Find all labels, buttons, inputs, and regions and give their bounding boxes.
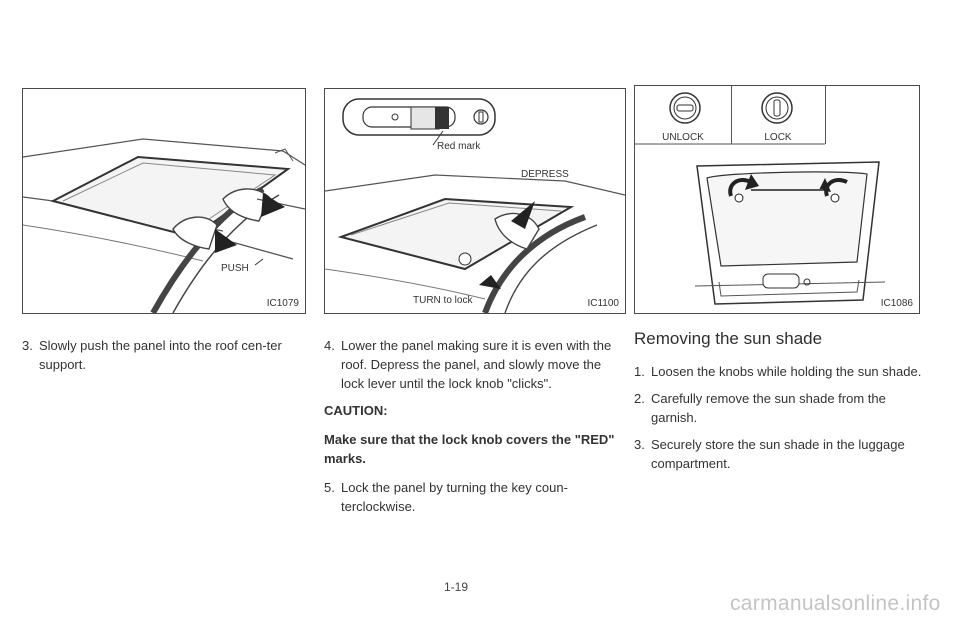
caution-label: CAUTION: (324, 403, 388, 418)
caution-text: Make sure that the lock knob covers the … (324, 432, 615, 466)
figure-code: IC1079 (266, 298, 299, 309)
page-number: 1-19 (444, 580, 469, 594)
step-text: Lock the panel by turning the key coun-t… (341, 480, 568, 514)
watermark-link[interactable]: carmanualsonline.info (730, 592, 941, 615)
unlock-box: UNLOCK (635, 86, 732, 144)
figure-code: IC1100 (587, 298, 619, 309)
step-number: 4. (324, 338, 335, 353)
step-number: 1. (634, 364, 645, 379)
lock-lever-illustration: Red mark DEPRESS TURN to lock (325, 98, 625, 313)
column-middle: 4. Lower the panel making sure it is eve… (324, 336, 620, 524)
step-5: 5. Lock the panel by turning the key cou… (324, 478, 620, 516)
unlock-position-icon (669, 92, 701, 124)
column-right: Removing the sun shade 1. Loosen the kno… (634, 328, 924, 481)
lock-position-icon (761, 92, 793, 124)
figure-depress-lock: Red mark DEPRESS TURN to lock IC1100 (324, 88, 626, 314)
step-3: 3. Slowly push the panel into the roof c… (22, 336, 304, 374)
section-heading: Removing the sun shade (634, 329, 823, 348)
shade-step-2: 2. Carefully remove the sun shade from t… (634, 389, 924, 427)
step-text: Loosen the knobs while holding the sun s… (651, 364, 922, 379)
step-text: Lower the panel making sure it is even w… (341, 338, 612, 391)
lock-label: LOCK (764, 132, 792, 143)
lock-box: LOCK (731, 86, 826, 144)
step-number: 3. (22, 338, 33, 353)
depress-label: DEPRESS (521, 169, 569, 180)
figure-push-panel: PUSH IC1079 (22, 88, 306, 314)
figure-lock-unlock: UNLOCK LOCK IC1086 (634, 85, 920, 314)
step-4: 4. Lower the panel making sure it is eve… (324, 336, 620, 393)
shade-step-1: 1. Loosen the knobs while holding the su… (634, 362, 924, 381)
column-left: 3. Slowly push the panel into the roof c… (22, 336, 304, 382)
step-number: 5. (324, 480, 335, 495)
figure-code: IC1086 (880, 298, 913, 309)
push-label: PUSH (221, 263, 249, 274)
turn-to-lock-label: TURN to lock (413, 295, 473, 306)
red-mark-label: Red mark (437, 141, 481, 152)
roof-push-illustration: PUSH (23, 138, 305, 313)
step-text: Slowly push the panel into the roof cen-… (39, 338, 282, 372)
step-text: Securely store the sun shade in the lugg… (651, 437, 905, 471)
step-text: Carefully remove the sun shade from the … (651, 391, 886, 425)
step-number: 2. (634, 391, 645, 406)
step-number: 3. (634, 437, 645, 452)
shade-step-3: 3. Securely store the sun shade in the l… (634, 435, 924, 473)
unlock-label: UNLOCK (662, 132, 704, 143)
